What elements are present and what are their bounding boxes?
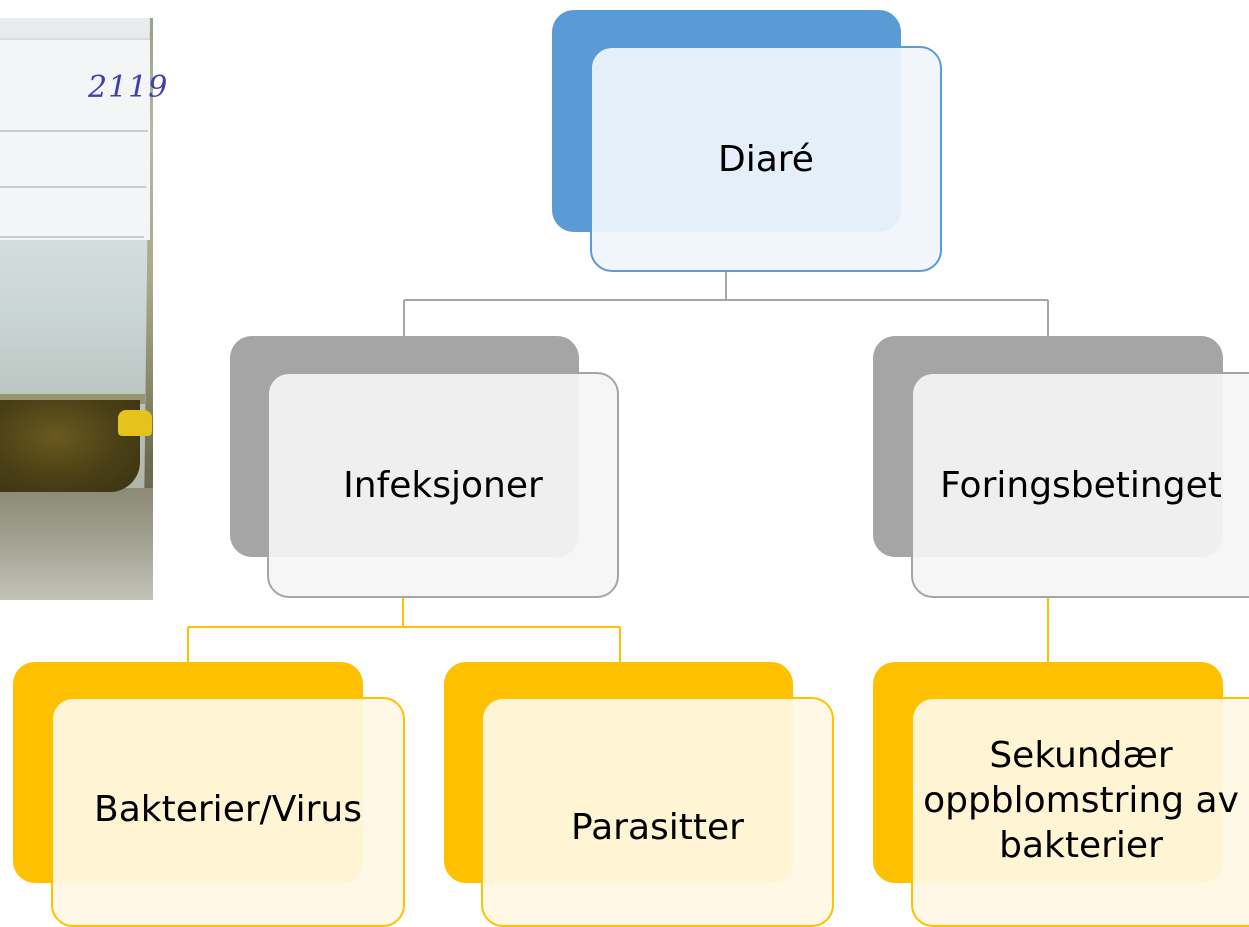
handwritten-label: 2119	[88, 70, 169, 105]
label-line	[0, 130, 148, 132]
node-front-card: Sekundær oppblomstring av bakterier	[911, 697, 1249, 927]
sample-bag-photo: 2119	[0, 18, 167, 600]
connector-root-level1	[403, 270, 1049, 336]
node-label-diare: Diaré	[718, 138, 814, 180]
node-bakterier-virus: Bakterier/Virus	[13, 662, 405, 927]
node-label-bakterier-virus: Bakterier/Virus	[94, 789, 362, 830]
node-front-card: Bakterier/Virus	[51, 697, 405, 927]
sediment	[0, 400, 140, 492]
label-line	[0, 186, 146, 188]
yellow-object	[118, 410, 152, 436]
liquid-line	[0, 394, 145, 404]
node-label-foringsbetinget: Foringsbetinget	[940, 464, 1222, 506]
node-front-card: Foringsbetinget	[911, 372, 1249, 598]
node-front-card: Infeksjoner	[267, 372, 619, 598]
node-front-card: Parasitter	[481, 697, 834, 927]
node-label-sekundaer-oppblomstring: Sekundær oppblomstring av bakterier	[923, 735, 1239, 866]
node-label-infeksjoner: Infeksjoner	[343, 464, 543, 506]
node-front-card: Diaré	[590, 46, 942, 272]
node-label-parasitter: Parasitter	[571, 807, 744, 848]
node-diare: Diaré	[552, 10, 942, 272]
bag-label-area	[0, 38, 150, 240]
node-parasitter: Parasitter	[444, 662, 834, 927]
label-line	[0, 236, 144, 238]
node-sekundaer-oppblomstring: Sekundær oppblomstring av bakterier	[873, 662, 1249, 927]
node-infeksjoner: Infeksjoner	[230, 336, 620, 598]
connector-infeksjoner-children	[187, 596, 621, 662]
node-foringsbetinget: Foringsbetinget	[873, 336, 1249, 598]
background-bench	[0, 488, 153, 600]
